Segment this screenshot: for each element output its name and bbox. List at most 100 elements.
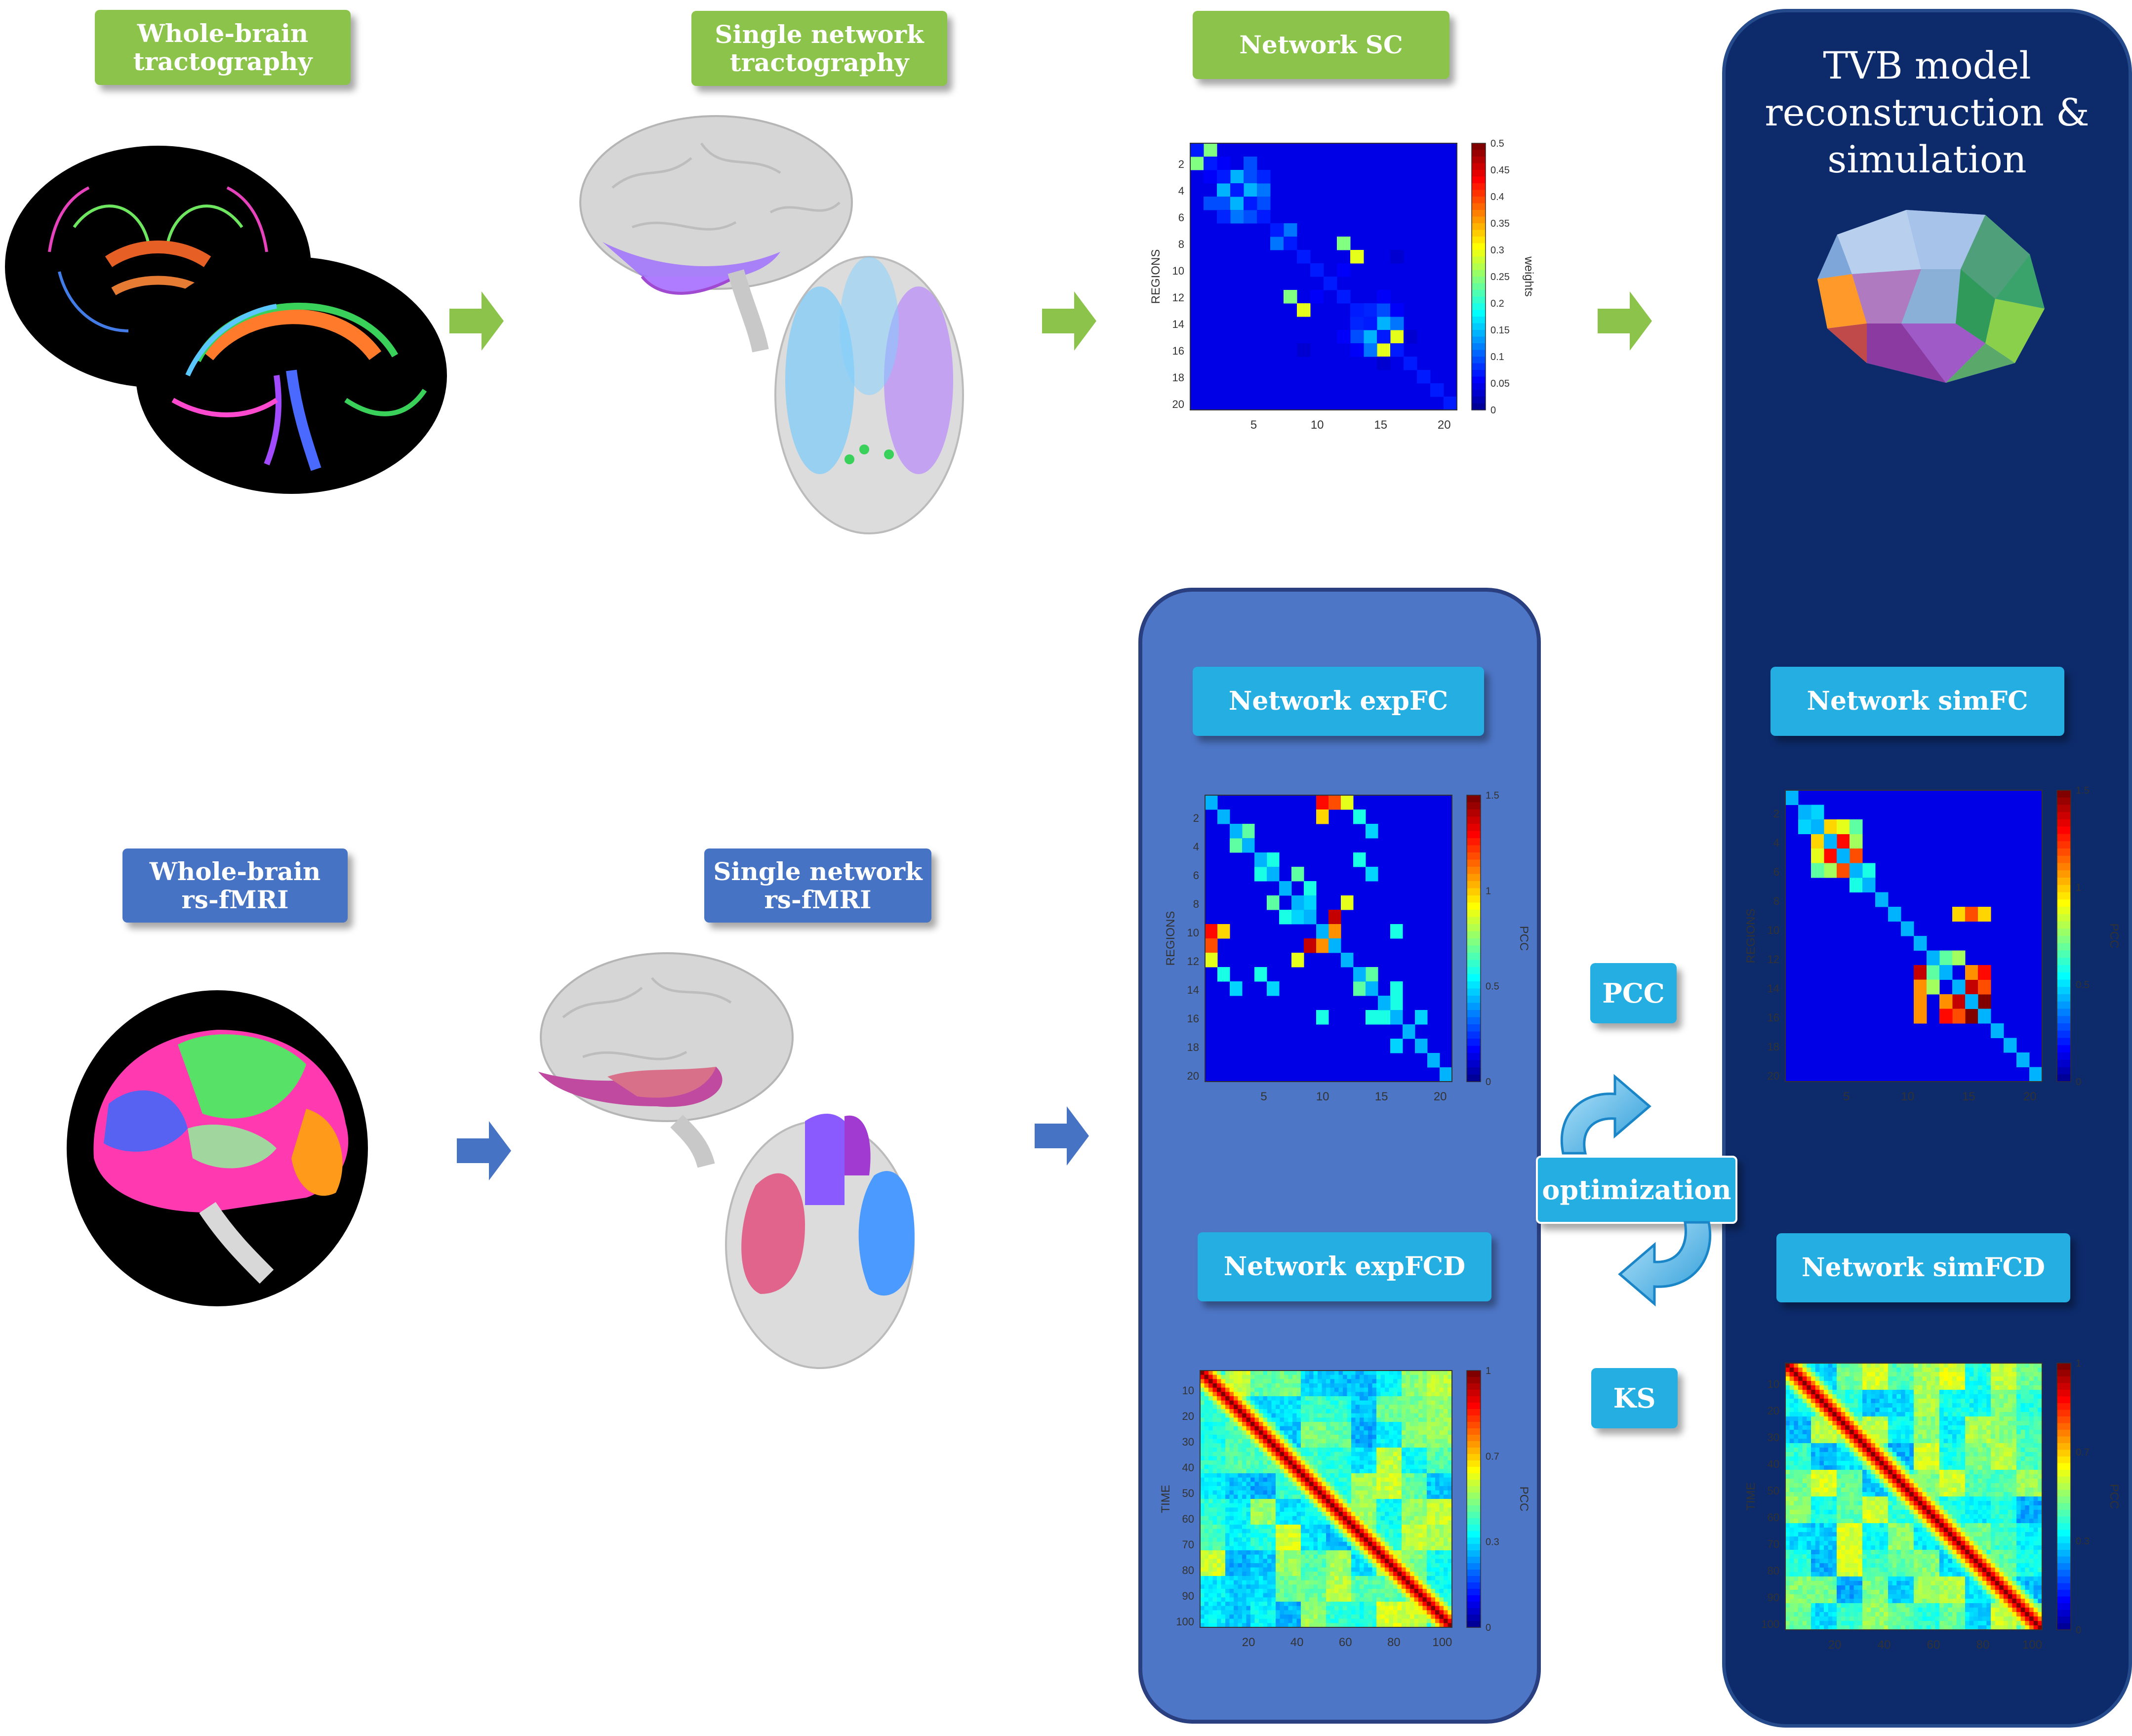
heatmap-cell bbox=[1380, 1430, 1385, 1435]
heatmap-cell bbox=[1318, 1396, 1323, 1401]
heatmap-cell bbox=[1794, 1572, 1799, 1577]
heatmap-cell bbox=[1250, 1443, 1255, 1448]
heatmap-cell bbox=[1360, 1374, 1365, 1379]
heatmap-cell bbox=[1234, 1580, 1239, 1585]
colorbar-tick-label: 0 bbox=[1490, 405, 1496, 416]
heatmap-cell bbox=[1789, 1528, 1794, 1533]
heatmap-cell bbox=[1819, 1456, 1824, 1461]
heatmap-cell bbox=[1238, 1507, 1243, 1512]
heatmap-cell bbox=[1254, 1606, 1259, 1611]
heatmap-cell bbox=[1259, 1589, 1264, 1594]
heatmap-cell bbox=[1837, 1403, 1842, 1408]
heatmap-cell bbox=[1815, 1545, 1820, 1550]
heatmap-cell bbox=[1296, 1409, 1301, 1414]
heatmap-cell bbox=[1815, 1510, 1820, 1515]
heatmap-cell bbox=[1815, 1532, 1820, 1537]
heatmap-cell bbox=[1204, 1525, 1209, 1530]
heatmap-cell bbox=[1435, 1584, 1440, 1589]
heatmap-cell bbox=[1208, 1464, 1213, 1469]
heatmap-cell bbox=[1824, 1394, 1829, 1399]
heatmap-cell bbox=[1389, 1550, 1394, 1555]
heatmap-cell bbox=[1242, 1400, 1247, 1405]
heatmap-cell bbox=[1318, 1469, 1323, 1474]
y-tick-label: 14 bbox=[1768, 982, 1779, 995]
heatmap-cell bbox=[1406, 1584, 1410, 1589]
heatmap-cell bbox=[1789, 1483, 1794, 1488]
heatmap-cell bbox=[1431, 1443, 1436, 1448]
heatmap-cell bbox=[1338, 1516, 1343, 1521]
heatmap-cell bbox=[1393, 1550, 1398, 1555]
diagonal-cell bbox=[1267, 867, 1280, 882]
heatmap-cell bbox=[1368, 1490, 1373, 1495]
heatmap-cell bbox=[1343, 1512, 1348, 1517]
heatmap-cell bbox=[1789, 1372, 1794, 1377]
heatmap-cell bbox=[1444, 1371, 1448, 1375]
heatmap-cell bbox=[1841, 1590, 1846, 1595]
heatmap-cell bbox=[1372, 1387, 1377, 1392]
heatmap-cell bbox=[1225, 1413, 1230, 1418]
heatmap-cell bbox=[1837, 1612, 1842, 1617]
heatmap-cell bbox=[1393, 1443, 1398, 1448]
heatmap-cell bbox=[1368, 1435, 1373, 1440]
heatmap-cell bbox=[1380, 1464, 1385, 1469]
heatmap-cell bbox=[1280, 1464, 1285, 1469]
heatmap-cell bbox=[1334, 1580, 1339, 1585]
heatmap-cell bbox=[1841, 1456, 1846, 1461]
heatmap-cell bbox=[1242, 1409, 1247, 1414]
heatmap-cell bbox=[1794, 1416, 1799, 1421]
heatmap-cell bbox=[1234, 1413, 1239, 1418]
heatmap-cell bbox=[1785, 1399, 1790, 1404]
heatmap-cell bbox=[1444, 1464, 1448, 1469]
heatmap-cell bbox=[1431, 1615, 1436, 1619]
y-tick-label: 8 bbox=[1193, 898, 1199, 910]
heatmap-cell bbox=[1305, 1512, 1310, 1517]
heatmap-cell bbox=[1372, 1413, 1377, 1418]
heatmap-cell bbox=[1254, 967, 1267, 982]
heatmap-cell bbox=[1288, 1435, 1293, 1440]
heatmap-cell bbox=[1397, 1456, 1402, 1461]
heatmap-cell bbox=[1288, 1443, 1293, 1448]
heatmap-cell bbox=[1347, 1576, 1352, 1581]
heatmap-cell bbox=[1246, 1597, 1251, 1602]
heatmap-cell bbox=[1841, 1394, 1846, 1399]
colorbar-segment bbox=[1467, 1582, 1481, 1589]
heatmap-cell bbox=[1242, 1490, 1247, 1495]
heatmap-cell bbox=[1309, 1589, 1314, 1594]
diagonal-cell bbox=[1291, 895, 1304, 910]
heatmap-cell bbox=[1297, 343, 1311, 357]
colorbar-segment bbox=[1467, 1486, 1481, 1493]
heatmap-cell bbox=[1351, 1546, 1356, 1551]
heatmap-cell bbox=[1798, 1585, 1803, 1590]
heatmap-cell bbox=[1343, 1473, 1348, 1478]
heatmap-cell bbox=[1811, 1425, 1816, 1430]
heatmap-cell bbox=[1204, 1383, 1209, 1388]
heatmap-cell bbox=[1393, 1396, 1398, 1401]
heatmap-cell bbox=[1234, 1486, 1239, 1491]
heatmap-cell bbox=[1435, 1520, 1440, 1525]
heatmap-cell bbox=[1798, 1483, 1803, 1488]
heatmap-cell bbox=[1402, 1452, 1407, 1456]
heatmap-cell bbox=[1326, 1409, 1331, 1414]
heatmap-cell bbox=[1439, 1490, 1444, 1495]
heatmap-cell bbox=[1819, 1545, 1824, 1550]
heatmap-cell bbox=[1238, 1460, 1243, 1465]
heatmap-cell bbox=[1276, 1618, 1281, 1623]
colorbar-segment bbox=[1467, 938, 1481, 946]
heatmap-cell bbox=[1301, 1392, 1306, 1397]
heatmap-cell bbox=[1250, 1563, 1255, 1568]
y-tick-label: 2 bbox=[1193, 812, 1199, 824]
heatmap-cell bbox=[1229, 1383, 1234, 1388]
heatmap-cell bbox=[1377, 317, 1391, 330]
heatmap-cell bbox=[1794, 1488, 1799, 1493]
heatmap-cell bbox=[1276, 1525, 1281, 1530]
heatmap-cell bbox=[1815, 1368, 1820, 1373]
heatmap-cell bbox=[1338, 1490, 1343, 1495]
heatmap-cell bbox=[1841, 1421, 1846, 1426]
heatmap-cell bbox=[1410, 1593, 1415, 1598]
heatmap-cell bbox=[1221, 1430, 1226, 1435]
heatmap-cell bbox=[1229, 1486, 1234, 1491]
heatmap-cell bbox=[1368, 1550, 1373, 1555]
heatmap-cell bbox=[1355, 1559, 1360, 1564]
heatmap-cell bbox=[1309, 1563, 1314, 1568]
colorbar-segment bbox=[1467, 1017, 1481, 1025]
